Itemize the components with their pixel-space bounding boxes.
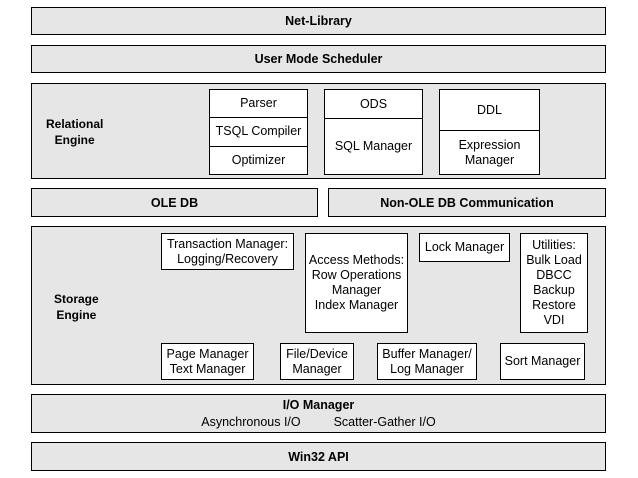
net-library-title: Net-Library: [285, 14, 352, 28]
box-line: Page Manager: [166, 346, 249, 361]
user-mode-scheduler-title: User Mode Scheduler: [254, 52, 383, 66]
ddl-component: DDL: [476, 102, 502, 117]
box-line: Log Manager: [390, 361, 464, 376]
ods-component: ODS: [359, 96, 388, 111]
query-processor-stack: Parser TSQL Compiler Optimizer: [209, 89, 308, 175]
sql-manager-component: SQL Manager: [325, 118, 422, 174]
box-line: File/Device: [286, 346, 348, 361]
tsql-compiler-component: TSQL Compiler: [210, 117, 307, 145]
non-ole-db-title: Non-OLE DB Communication: [380, 195, 554, 210]
box-line: Bulk Load: [526, 253, 582, 267]
asynchronous-io-item: Asynchronous I/O: [201, 415, 301, 429]
box-line: Utilities:: [532, 238, 576, 252]
buffer-manager-box: Buffer Manager/ Log Manager: [377, 343, 477, 380]
net-library-layer: Net-Library: [31, 7, 606, 35]
io-manager-title: I/O Manager: [282, 398, 355, 412]
relational-engine-layer: Relational Engine Parser TSQL Compiler O…: [31, 83, 606, 179]
access-methods-box: Access Methods: Row Operations Manager I…: [305, 233, 408, 333]
storage-engine-label: Storage Engine: [54, 291, 99, 323]
optimizer-component: Optimizer: [210, 145, 307, 174]
box-line: Lock Manager: [424, 240, 505, 254]
box-line: Backup: [533, 283, 575, 297]
box-line: Row Operations: [311, 268, 402, 282]
expression-manager-component: Expression Manager: [440, 130, 539, 174]
win32-api-layer: Win32 API: [31, 442, 606, 471]
io-manager-layer: I/O Manager Asynchronous I/O Scatter-Gat…: [31, 394, 606, 433]
non-ole-db-layer: Non-OLE DB Communication: [328, 188, 606, 217]
sql-manager-stack: ODS SQL Manager: [324, 89, 423, 175]
page-manager-box: Page Manager Text Manager: [161, 343, 254, 380]
expression-stack: DDL Expression Manager: [439, 89, 540, 175]
box-line: Manager: [331, 283, 382, 297]
relational-engine-label-line: Relational: [46, 117, 104, 131]
win32-api-title: Win32 API: [288, 449, 349, 464]
parser-component: Parser: [240, 96, 277, 111]
expression-manager-line: Expression: [458, 137, 521, 152]
sort-manager-box: Sort Manager: [500, 343, 585, 380]
scatter-gather-io-item: Scatter-Gather I/O: [333, 415, 436, 429]
box-line: Manager: [292, 361, 342, 376]
lock-manager-box: Lock Manager: [419, 233, 510, 262]
storage-engine-label-line: Engine: [56, 308, 97, 322]
box-line: Restore: [532, 298, 576, 312]
box-line: Access Methods:: [308, 253, 405, 267]
box-line: Index Manager: [314, 298, 399, 312]
box-line: VDI: [543, 313, 565, 327]
ole-db-title: OLE DB: [150, 195, 199, 210]
box-line: Logging/Recovery: [177, 251, 278, 266]
file-device-manager-box: File/Device Manager: [280, 343, 354, 380]
storage-engine-label-line: Storage: [54, 292, 99, 306]
expression-manager-line: Manager: [464, 152, 515, 167]
storage-engine-layer: Storage Engine Transaction Manager: Logg…: [31, 226, 606, 385]
user-mode-scheduler-layer: User Mode Scheduler: [31, 45, 606, 73]
box-line: Buffer Manager/: [382, 346, 472, 361]
box-line: Transaction Manager:: [166, 236, 289, 251]
box-line: Sort Manager: [504, 354, 581, 368]
io-manager-items: Asynchronous I/O Scatter-Gather I/O: [32, 415, 605, 429]
relational-engine-label: Relational Engine: [46, 116, 103, 148]
utilities-box: Utilities: Bulk Load DBCC Backup Restore…: [520, 233, 588, 333]
box-line: DBCC: [536, 268, 572, 282]
ole-db-layer: OLE DB: [31, 188, 318, 217]
relational-engine-label-line: Engine: [54, 133, 95, 147]
transaction-manager-box: Transaction Manager: Logging/Recovery: [161, 233, 294, 270]
box-line: Text Manager: [169, 361, 246, 376]
